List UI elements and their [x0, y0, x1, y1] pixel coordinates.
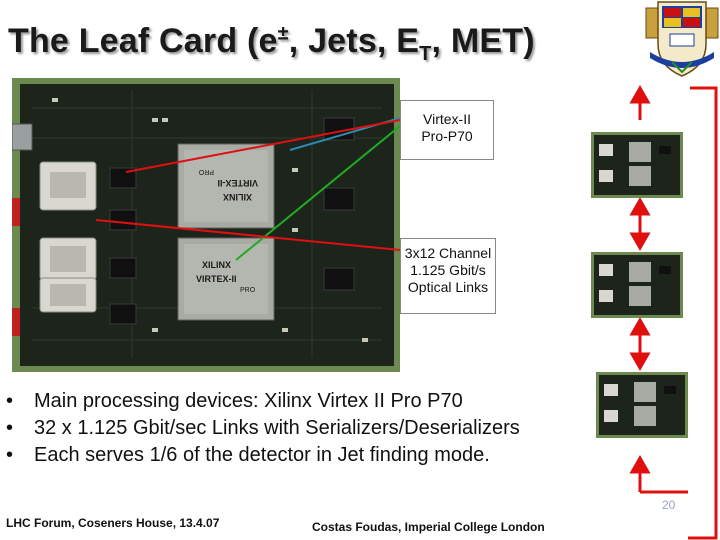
footer-author: Costas Foudas, Imperial College London [312, 520, 545, 534]
leaf-card-thumbnail [591, 132, 683, 198]
leaf-card-board-photo: XILINX VIRTEX-II PRO XILINX VIRTEX-II PR… [12, 78, 400, 372]
bullet-list: •Main processing devices: Xilinx Virtex … [6, 388, 520, 469]
leaf-card-thumbnail [596, 372, 688, 438]
slide-title: The Leaf Card (e±, Jets, ET, MET) [8, 22, 535, 65]
footer-event: LHC Forum, Coseners House, 13.4.07 [6, 516, 220, 530]
bullet-item: •32 x 1.125 Gbit/sec Links with Serializ… [6, 417, 520, 439]
chip-pro-label: PRO [240, 287, 256, 294]
bullet-item: •Each serves 1/6 of the detector in Jet … [6, 444, 490, 466]
bullet-item: •Main processing devices: Xilinx Virtex … [6, 390, 463, 412]
callout-line: Optical Links [407, 279, 489, 295]
chip-pro-label: PRO [198, 168, 214, 175]
chip-brand-label: XILINX [223, 192, 252, 202]
chip-brand-label: XILINX [202, 260, 231, 270]
callout-line: Virtex-II [423, 111, 471, 127]
virtex-callout: Virtex-II Pro-P70 [400, 100, 494, 160]
callout-line: 1.125 Gbit/s [410, 262, 486, 278]
callout-line: Pro-P70 [421, 128, 473, 144]
callout-line: 3x12 Channel [404, 245, 492, 261]
optical-links-callout: 3x12 Channel 1.125 Gbit/s Optical Links [400, 238, 496, 314]
leaf-card-thumbnail [591, 252, 683, 318]
imperial-college-crest-icon [645, 1, 719, 77]
page-number: 20 [662, 498, 676, 512]
chip-model-label: VIRTEX-II [196, 274, 237, 284]
chip-model-label: VIRTEX-II [217, 178, 258, 188]
